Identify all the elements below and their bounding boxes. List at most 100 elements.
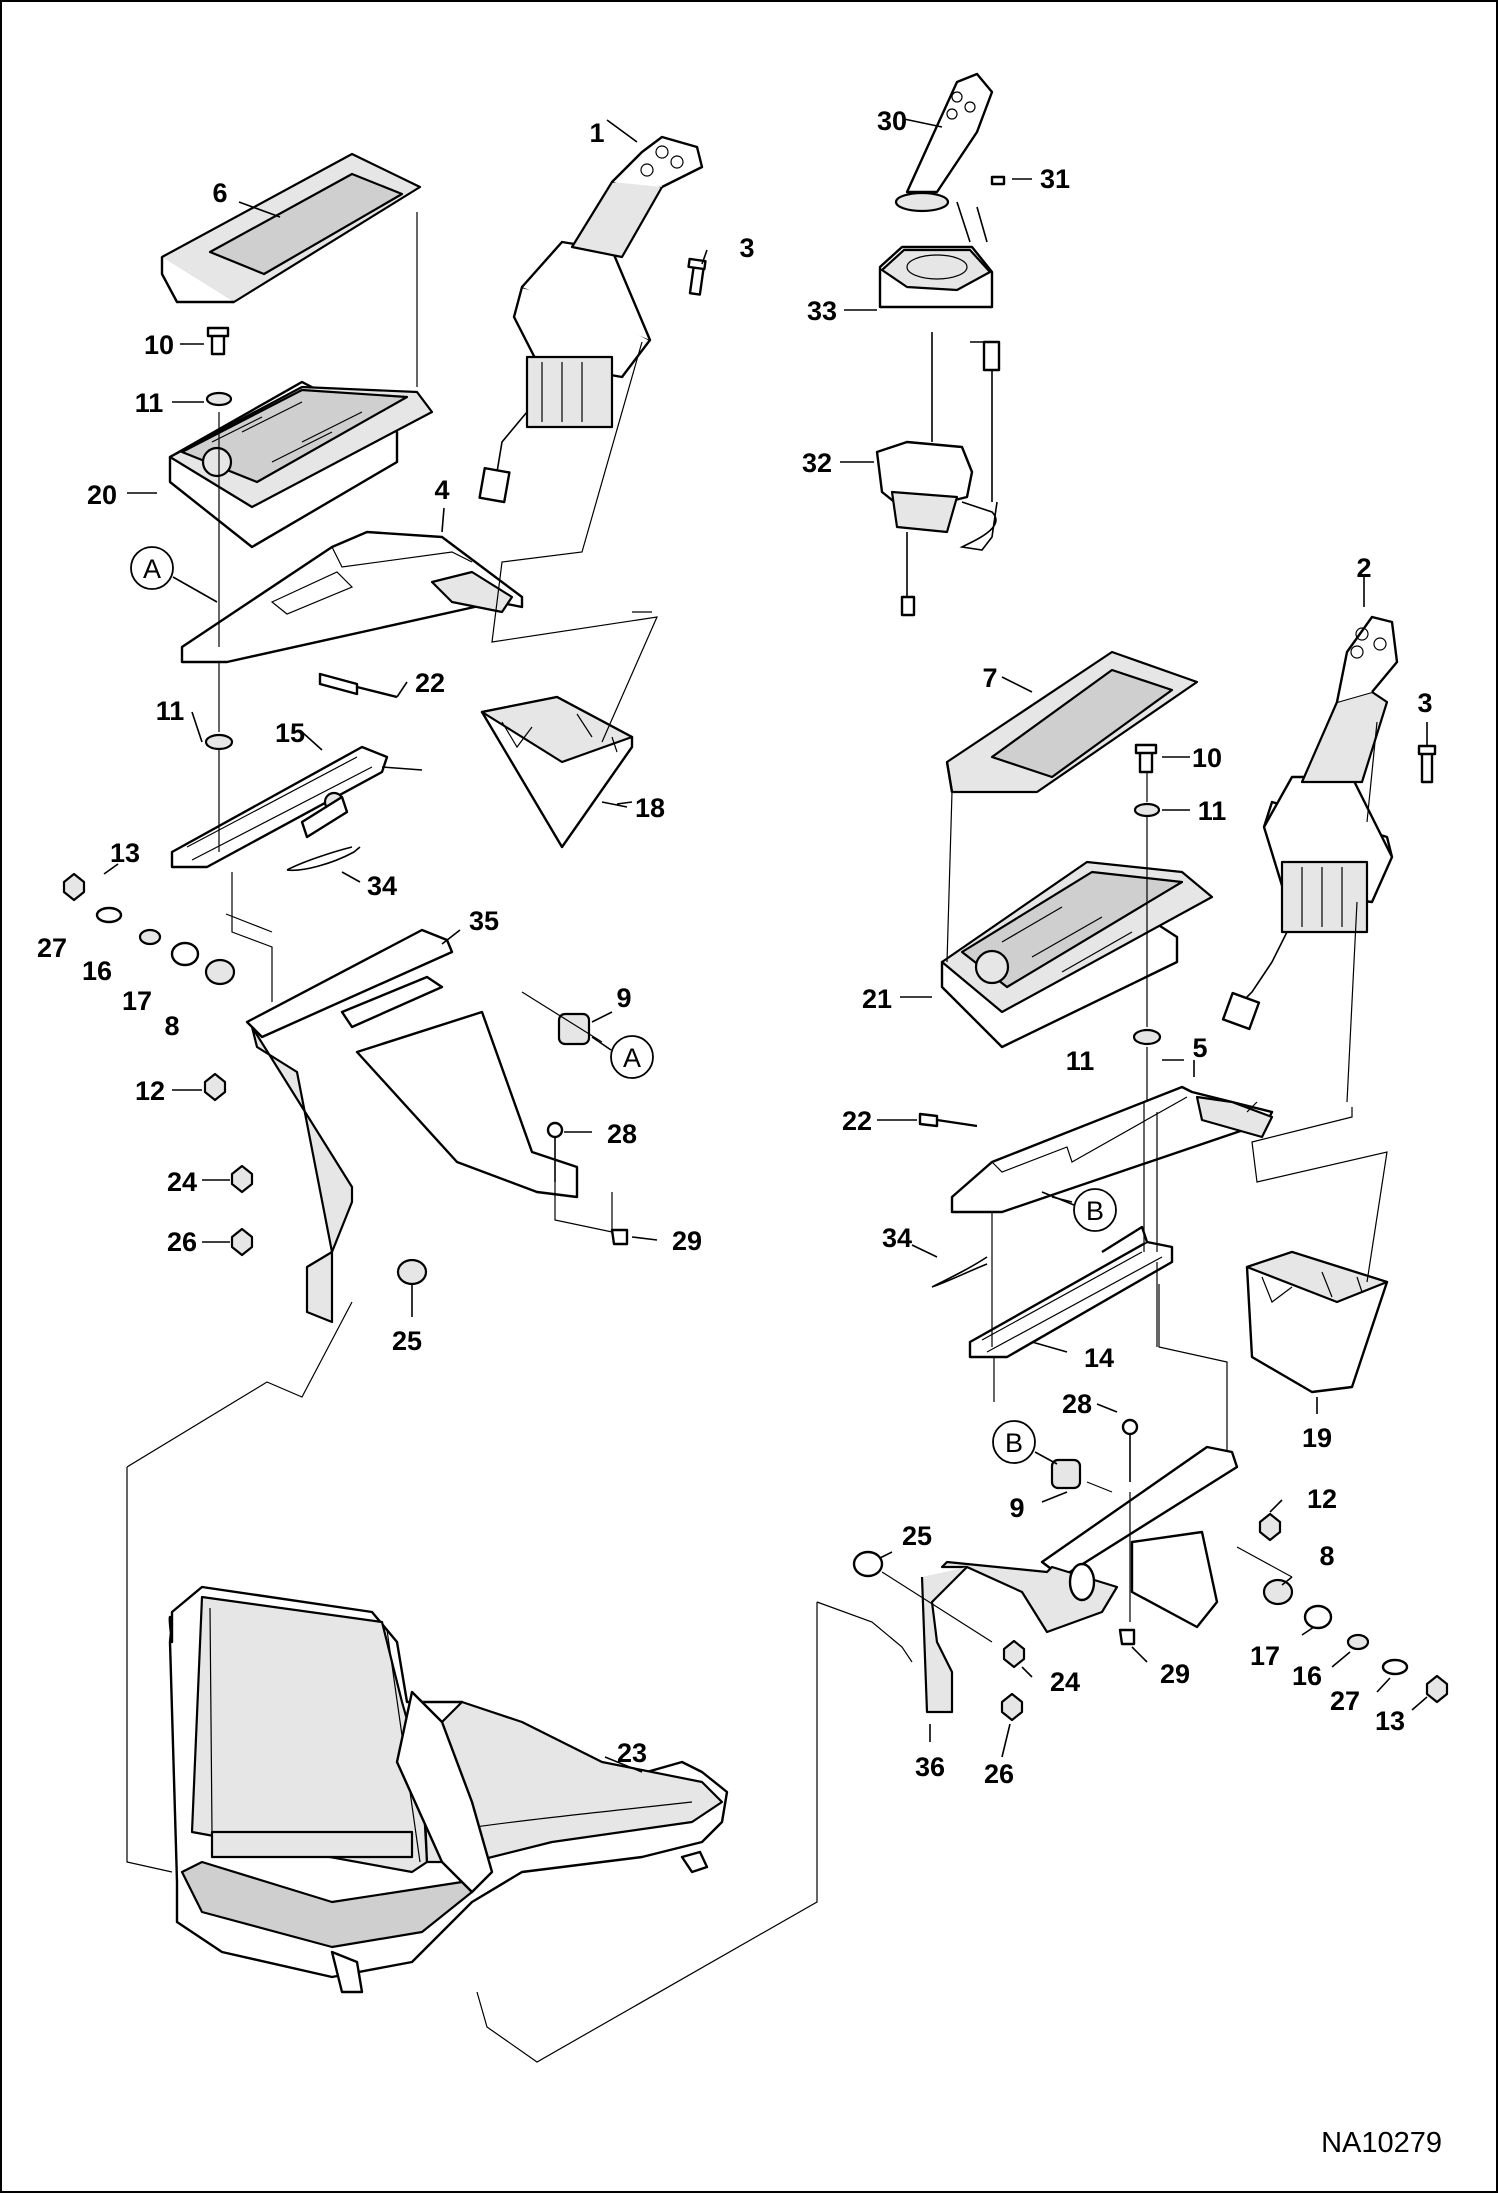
bracket-35-icon bbox=[245, 928, 579, 1324]
callout: 5 bbox=[1192, 1033, 1207, 1063]
svg-text:A: A bbox=[143, 554, 161, 584]
armrest-pad-left-icon bbox=[160, 152, 422, 304]
callout: 17 bbox=[1250, 1641, 1280, 1671]
callout: 9 bbox=[1009, 1493, 1024, 1523]
callout: 21 bbox=[862, 984, 892, 1014]
slide-rail-15-icon bbox=[170, 745, 423, 869]
callout: 34 bbox=[367, 871, 397, 901]
callout: 16 bbox=[82, 956, 112, 986]
callout: 23 bbox=[617, 1738, 647, 1768]
callouts-right: 2 3 7 10 11 21 11 5 22 34 14 19 28 9 12 … bbox=[842, 553, 1433, 1789]
svg-text:A: A bbox=[623, 1043, 641, 1073]
callout: 14 bbox=[1084, 1343, 1114, 1373]
callout: 32 bbox=[802, 448, 832, 478]
callout: 34 bbox=[882, 1223, 912, 1253]
nut-24-left-icon bbox=[230, 1164, 254, 1194]
nut-12-right-icon bbox=[1258, 1512, 1282, 1542]
callout: 13 bbox=[110, 838, 140, 868]
armrest-base-left-icon bbox=[168, 380, 434, 549]
cup-holder-18-icon bbox=[480, 695, 634, 849]
callout: 22 bbox=[415, 668, 445, 698]
svg-text:B: B bbox=[1086, 1196, 1104, 1226]
callout: 11 bbox=[1066, 1046, 1095, 1076]
callout: 7 bbox=[982, 663, 997, 693]
nut-26-right-icon bbox=[1000, 1692, 1024, 1722]
callout: 3 bbox=[1417, 688, 1432, 718]
pin-22-left-icon bbox=[318, 672, 398, 699]
callout: 2 bbox=[1356, 553, 1371, 583]
callout: 10 bbox=[144, 330, 174, 360]
cup-holder-19-icon bbox=[1245, 1250, 1389, 1394]
bolt-10-left-icon bbox=[206, 326, 230, 356]
hardware-stack-left-icon bbox=[62, 872, 236, 986]
spacer-9-left-icon bbox=[557, 1012, 591, 1046]
callout: 25 bbox=[902, 1521, 932, 1551]
callout: 35 bbox=[469, 906, 499, 936]
callout: 33 bbox=[807, 296, 837, 326]
callout: 13 bbox=[1375, 1706, 1405, 1736]
callout: 30 bbox=[877, 106, 907, 136]
joystick-1-icon bbox=[478, 135, 704, 504]
washer-11-right-lower-icon bbox=[1132, 1028, 1162, 1046]
pin-3-left-icon bbox=[687, 257, 707, 296]
callout: 28 bbox=[1062, 1389, 1092, 1419]
pin-22-right-icon bbox=[918, 1112, 978, 1128]
washer-11-left-upper-icon bbox=[205, 391, 233, 407]
callout: 29 bbox=[672, 1226, 702, 1256]
nut-12-left-icon bbox=[203, 1072, 227, 1102]
svg-text:B: B bbox=[1005, 1428, 1023, 1458]
bracket-36-icon bbox=[920, 1445, 1239, 1714]
callout: 20 bbox=[87, 480, 117, 510]
callouts-left: 1 3 6 10 11 20 4 22 11 15 18 13 27 16 17… bbox=[37, 118, 755, 1768]
spring-34-left-icon bbox=[286, 846, 361, 872]
washer-11-right-upper-icon bbox=[1133, 802, 1161, 818]
leader-lines bbox=[103, 118, 1428, 2063]
bolt-10-right-icon bbox=[1134, 743, 1158, 774]
callout: 3 bbox=[739, 233, 754, 263]
callout: 26 bbox=[984, 1759, 1014, 1789]
reference-circle-a-left: A bbox=[130, 546, 218, 603]
callout: 31 bbox=[1040, 164, 1070, 194]
drawing-code: NA10279 bbox=[1321, 2127, 1442, 2159]
callout: 6 bbox=[212, 178, 227, 208]
callout: 11 bbox=[135, 388, 164, 418]
joystick-30-assembly-icon bbox=[875, 72, 1006, 617]
callout: 8 bbox=[1319, 1541, 1334, 1571]
callout: 24 bbox=[1050, 1667, 1080, 1697]
callout: 22 bbox=[842, 1106, 872, 1136]
nut-13-right-icon bbox=[1425, 1674, 1449, 1704]
lockwasher-16-right-icon bbox=[1346, 1633, 1370, 1651]
mounting-plate-5-icon bbox=[950, 1085, 1274, 1214]
callout: 11 bbox=[1198, 796, 1227, 826]
callout: 8 bbox=[164, 1011, 179, 1041]
washer-11-left-lower-icon bbox=[204, 733, 234, 751]
seat-23-icon bbox=[168, 1585, 729, 1994]
armrest-pad-right-icon bbox=[945, 650, 1199, 794]
callout: 18 bbox=[635, 793, 665, 823]
mounting-plate-4-icon bbox=[180, 530, 524, 664]
bushing-25-left-icon bbox=[396, 1258, 428, 1286]
callout: 26 bbox=[167, 1227, 197, 1257]
callout: 12 bbox=[1307, 1484, 1337, 1514]
callout: 10 bbox=[1192, 743, 1222, 773]
screw-28-right-icon bbox=[1121, 1418, 1139, 1482]
callout: 27 bbox=[37, 933, 67, 963]
callout: 1 bbox=[589, 118, 604, 148]
reference-circle-b-mid: B bbox=[1041, 1188, 1117, 1232]
joystick-2-icon bbox=[1221, 615, 1399, 1031]
washer-25-right-icon bbox=[852, 1550, 884, 1578]
callout: 17 bbox=[122, 986, 152, 1016]
reference-circle-b-lower: B bbox=[992, 1420, 1058, 1465]
reference-circle-a-mid: A bbox=[591, 1035, 654, 1079]
callout: 16 bbox=[1292, 1661, 1322, 1691]
callout: 15 bbox=[275, 718, 305, 748]
spring-34-right-icon bbox=[931, 1256, 988, 1288]
callout: 11 bbox=[156, 696, 185, 726]
clip-29-left-icon bbox=[610, 1228, 629, 1246]
callout: 36 bbox=[915, 1752, 945, 1782]
washer-27-right-icon bbox=[1381, 1658, 1409, 1676]
clip-29-right-icon bbox=[1118, 1628, 1136, 1646]
washer-8-right-icon bbox=[1262, 1578, 1294, 1606]
callout: 4 bbox=[434, 475, 449, 505]
